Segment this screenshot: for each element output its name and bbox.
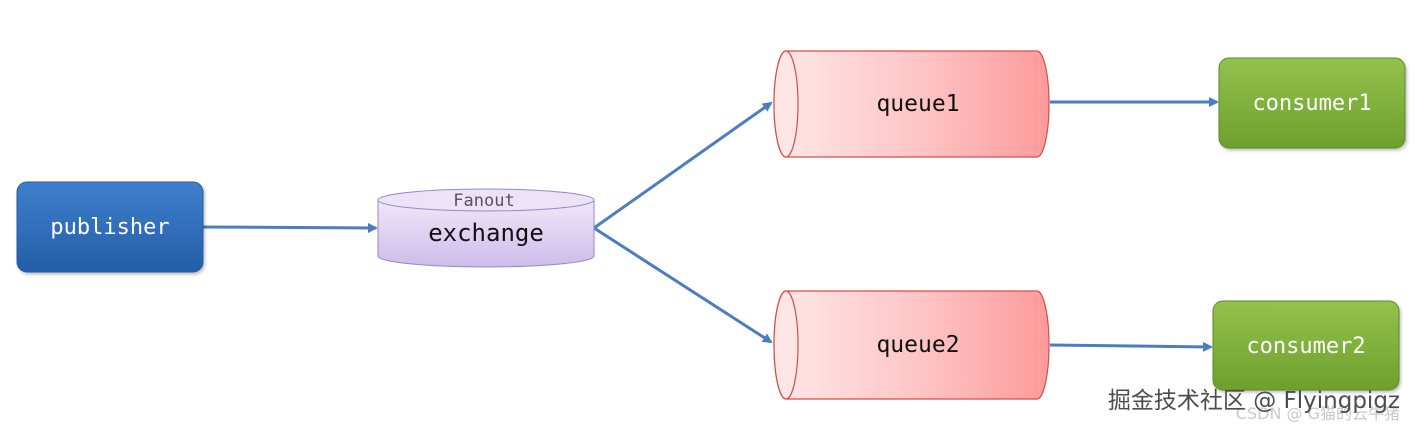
watermark: CSDN @ G猫的云牛猪 掘金技术社区 @ Flyingpigz — [1108, 388, 1400, 423]
arrows — [202, 97, 1219, 352]
consumer2-node: consumer2 — [1212, 300, 1400, 391]
watermark-primary: 掘金技术社区 @ Flyingpigz — [1108, 388, 1400, 414]
watermark-secondary: CSDN @ G猫的云牛猪 — [1236, 404, 1400, 423]
publisher-label: publisher — [50, 215, 169, 240]
arrow-queue2-to-consumer2 — [1049, 341, 1213, 352]
consumer2-label: consumer2 — [1246, 334, 1365, 359]
exchange-label: exchange — [428, 219, 544, 247]
publisher-node: publisher — [16, 181, 204, 273]
exchange-type-label: Fanout — [453, 191, 514, 211]
exchange-node: Fanout exchange — [377, 188, 595, 268]
consumer1-label: consumer1 — [1252, 91, 1371, 116]
consumer1-node: consumer1 — [1218, 57, 1406, 149]
queue1-label: queue1 — [876, 91, 959, 117]
queue2-label: queue2 — [876, 332, 959, 358]
queue2-node: queue2 — [773, 290, 1050, 400]
queue1-node: queue1 — [773, 50, 1050, 158]
arrow-exchange-to-queue2 — [593, 226, 773, 344]
arrow-exchange-to-queue1 — [593, 101, 773, 230]
arrow-publisher-to-exchange — [202, 222, 378, 233]
